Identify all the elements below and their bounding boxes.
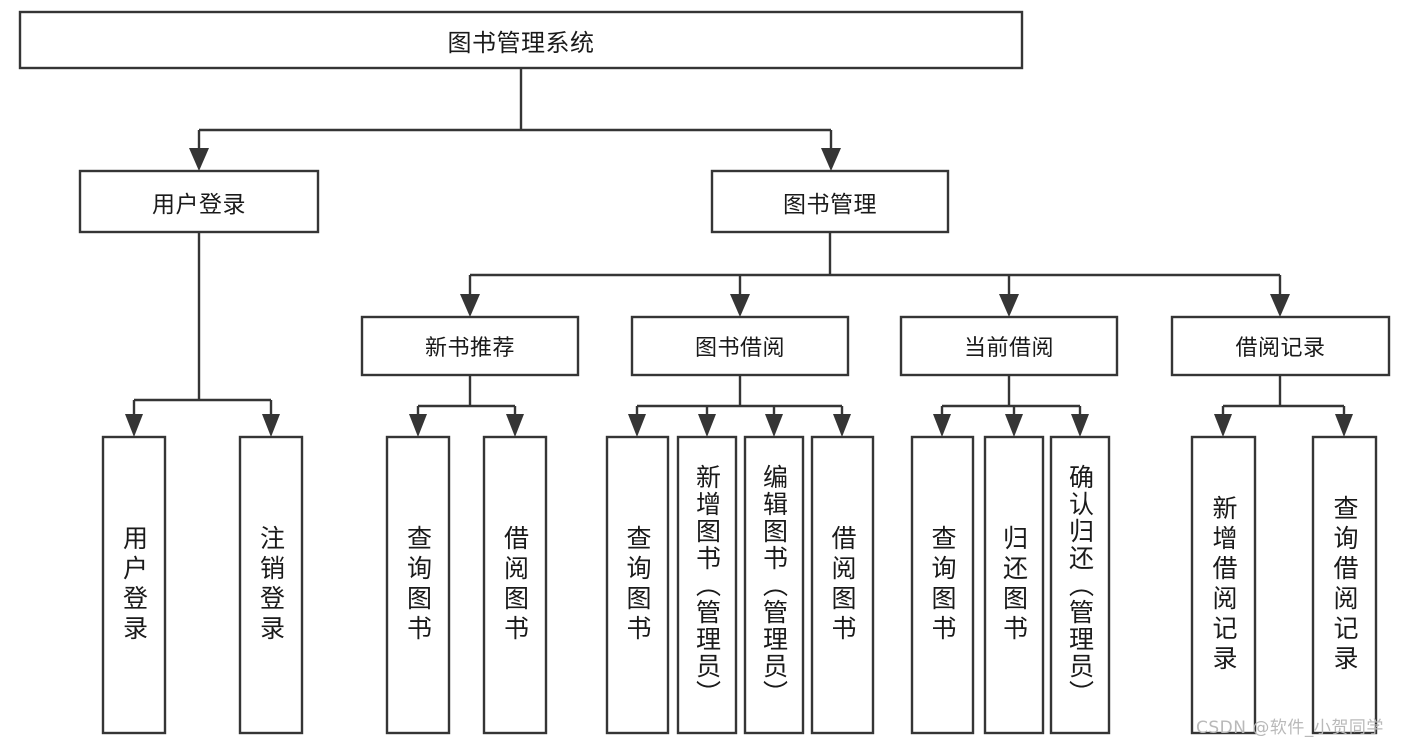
- arrow-head-leaf-query-borrow-record: [1335, 414, 1353, 437]
- connector-group-user-login: [125, 232, 280, 437]
- arrow-head-leaf-borrow-book-1: [506, 414, 524, 437]
- arrow-head-borrow-record: [1270, 294, 1290, 317]
- arrow-head-leaf-add-borrow-record: [1214, 414, 1232, 437]
- arrow-head-leaf-user-logout: [262, 414, 280, 437]
- node-box-leaf-borrow-book-2[interactable]: [810, 435, 875, 735]
- connector-group-borrow-record: [1214, 375, 1353, 437]
- node-box-leaf-add-borrow-record[interactable]: [1190, 435, 1257, 735]
- node-box-leaf-edit-book[interactable]: [743, 435, 805, 735]
- arrow-head-leaf-user-login: [125, 414, 143, 437]
- arrow-head-book-borrow: [730, 294, 750, 317]
- node-box-leaf-confirm-return[interactable]: [1049, 435, 1111, 735]
- connector-group-new-book-recommend: [409, 375, 524, 437]
- connector-group-root: [189, 68, 841, 171]
- connector-group-book-borrow: [628, 375, 851, 437]
- connector-group-book-manage: [460, 232, 1290, 317]
- node-box-book-manage[interactable]: [710, 169, 950, 234]
- node-box-leaf-query-book-3[interactable]: [910, 435, 975, 735]
- watermark-text: CSDN @软件_小贺同学: [1196, 718, 1384, 738]
- node-box-leaf-user-login[interactable]: [101, 435, 167, 735]
- connector-group-current-borrow: [933, 375, 1089, 437]
- node-box-leaf-query-book-2[interactable]: [605, 435, 670, 735]
- node-box-leaf-query-book-1[interactable]: [385, 435, 451, 735]
- arrow-head-book-manage: [821, 148, 841, 171]
- node-box-leaf-user-logout[interactable]: [238, 435, 304, 735]
- arrow-head-leaf-add-book: [698, 414, 716, 437]
- arrow-head-leaf-edit-book: [765, 414, 783, 437]
- node-box-borrow-record[interactable]: [1170, 315, 1391, 377]
- arrow-head-leaf-borrow-book-2: [833, 414, 851, 437]
- arrow-head-new-book-recommend: [460, 294, 480, 317]
- arrow-head-leaf-query-book-3: [933, 414, 951, 437]
- node-box-leaf-query-borrow-record[interactable]: [1311, 435, 1378, 735]
- node-box-root[interactable]: [18, 10, 1024, 70]
- node-box-current-borrow[interactable]: [899, 315, 1119, 377]
- node-box-leaf-borrow-book-1[interactable]: [482, 435, 548, 735]
- node-box-leaf-return-book[interactable]: [983, 435, 1045, 735]
- arrow-head-leaf-query-book-1: [409, 414, 427, 437]
- arrow-head-current-borrow: [999, 294, 1019, 317]
- arrow-head-leaf-confirm-return: [1071, 414, 1089, 437]
- arrow-head-leaf-return-book: [1005, 414, 1023, 437]
- node-box-new-book-recommend[interactable]: [360, 315, 580, 377]
- node-box-book-borrow[interactable]: [630, 315, 850, 377]
- arrow-head-leaf-query-book-2: [628, 414, 646, 437]
- arrow-head-user-login: [189, 148, 209, 171]
- node-box-user-login[interactable]: [78, 169, 320, 234]
- node-box-leaf-add-book[interactable]: [676, 435, 738, 735]
